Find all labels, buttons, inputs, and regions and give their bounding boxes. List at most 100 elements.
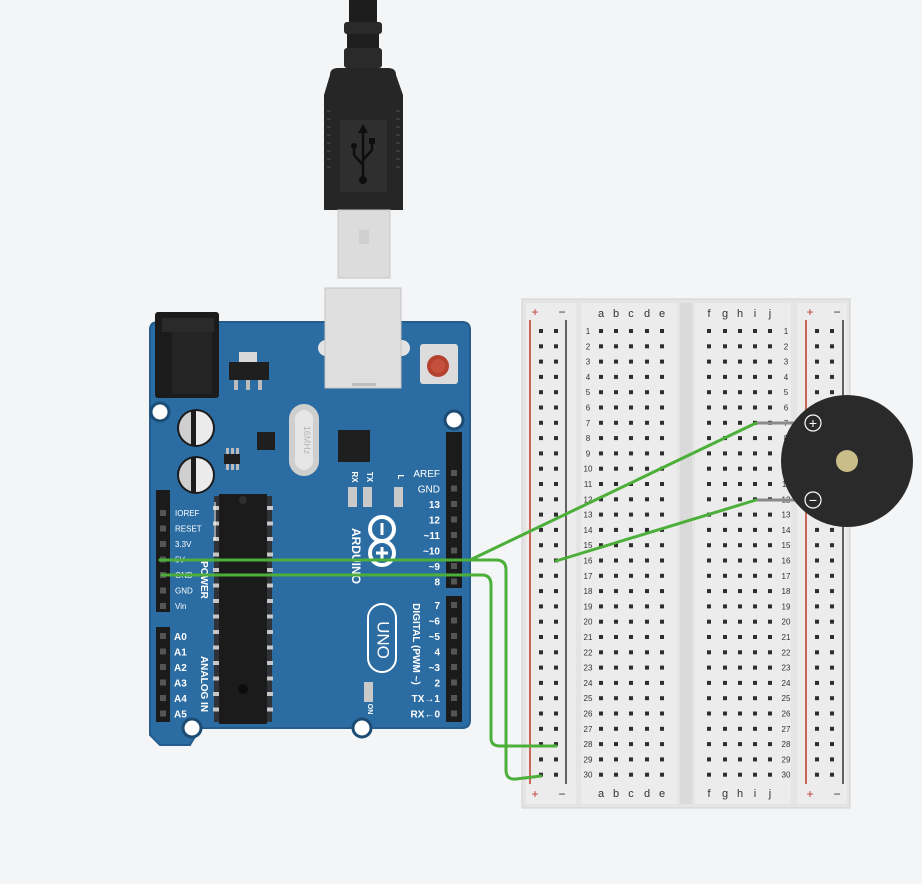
breadboard-hole[interactable] bbox=[660, 329, 664, 333]
breadboard-hole[interactable] bbox=[723, 558, 727, 563]
breadboard-hole[interactable] bbox=[768, 680, 772, 685]
breadboard-hole[interactable] bbox=[645, 604, 649, 609]
breadboard-hole[interactable] bbox=[614, 359, 618, 364]
rail-hole[interactable] bbox=[815, 680, 819, 685]
rail-hole[interactable] bbox=[830, 543, 834, 548]
analog-pin[interactable] bbox=[160, 710, 166, 717]
breadboard-hole[interactable] bbox=[738, 726, 742, 731]
breadboard-hole[interactable] bbox=[723, 604, 727, 609]
power-pin[interactable] bbox=[160, 510, 166, 516]
breadboard-hole[interactable] bbox=[629, 726, 633, 731]
breadboard-hole[interactable] bbox=[599, 512, 603, 517]
power-pin[interactable] bbox=[160, 603, 166, 609]
digital-pin[interactable] bbox=[451, 470, 457, 476]
breadboard-hole[interactable] bbox=[660, 772, 664, 777]
breadboard-hole[interactable] bbox=[707, 543, 711, 548]
breadboard-hole[interactable] bbox=[768, 619, 772, 624]
breadboard-hole[interactable] bbox=[707, 482, 711, 486]
breadboard-hole[interactable] bbox=[738, 512, 742, 517]
breadboard-hole[interactable] bbox=[614, 619, 618, 624]
rail-hole[interactable] bbox=[830, 650, 834, 655]
breadboard-hole[interactable] bbox=[660, 374, 664, 379]
breadboard-hole[interactable] bbox=[707, 757, 711, 762]
breadboard-hole[interactable] bbox=[660, 680, 664, 685]
breadboard-hole[interactable] bbox=[707, 589, 711, 594]
breadboard-hole[interactable] bbox=[599, 329, 603, 333]
digital-pin[interactable] bbox=[451, 602, 457, 608]
rail-hole[interactable] bbox=[815, 527, 819, 532]
breadboard-hole[interactable] bbox=[738, 650, 742, 655]
breadboard-hole[interactable] bbox=[614, 573, 618, 578]
breadboard-hole[interactable] bbox=[768, 329, 772, 333]
rail-hole[interactable] bbox=[815, 329, 819, 333]
breadboard-hole[interactable] bbox=[753, 374, 757, 379]
breadboard-hole[interactable] bbox=[738, 573, 742, 578]
breadboard-hole[interactable] bbox=[629, 680, 633, 685]
breadboard-hole[interactable] bbox=[753, 466, 757, 471]
breadboard-hole[interactable] bbox=[753, 635, 757, 639]
breadboard-hole[interactable] bbox=[599, 390, 603, 395]
breadboard-hole[interactable] bbox=[599, 543, 603, 548]
rail-hole[interactable] bbox=[830, 619, 834, 624]
breadboard-hole[interactable] bbox=[629, 420, 633, 425]
breadboard-hole[interactable] bbox=[723, 482, 727, 486]
breadboard-hole[interactable] bbox=[645, 374, 649, 379]
rail-hole[interactable] bbox=[539, 711, 543, 716]
rail-hole[interactable] bbox=[554, 726, 558, 731]
rail-hole[interactable] bbox=[815, 711, 819, 716]
breadboard-hole[interactable] bbox=[599, 573, 603, 578]
rail-hole[interactable] bbox=[830, 772, 834, 777]
rail-hole[interactable] bbox=[830, 344, 834, 349]
digital-pin[interactable] bbox=[451, 516, 457, 523]
power-pin[interactable] bbox=[160, 541, 166, 547]
breadboard-hole[interactable] bbox=[614, 466, 618, 471]
breadboard-hole[interactable] bbox=[614, 604, 618, 609]
breadboard-hole[interactable] bbox=[660, 635, 664, 639]
breadboard-hole[interactable] bbox=[629, 711, 633, 716]
breadboard-hole[interactable] bbox=[753, 436, 757, 441]
breadboard-hole[interactable] bbox=[707, 726, 711, 731]
breadboard-hole[interactable] bbox=[768, 665, 772, 670]
rail-hole[interactable] bbox=[815, 374, 819, 379]
breadboard-hole[interactable] bbox=[614, 344, 618, 349]
rail-hole[interactable] bbox=[830, 696, 834, 701]
breadboard-hole[interactable] bbox=[738, 390, 742, 395]
rail-hole[interactable] bbox=[815, 573, 819, 578]
breadboard-hole[interactable] bbox=[707, 635, 711, 639]
breadboard-hole[interactable] bbox=[629, 390, 633, 395]
rail-hole[interactable] bbox=[830, 573, 834, 578]
breadboard-hole[interactable] bbox=[738, 466, 742, 471]
rail-hole[interactable] bbox=[830, 527, 834, 532]
breadboard-hole[interactable] bbox=[723, 359, 727, 364]
breadboard-hole[interactable] bbox=[645, 573, 649, 578]
breadboard-hole[interactable] bbox=[738, 436, 742, 441]
breadboard-hole[interactable] bbox=[753, 650, 757, 655]
breadboard-hole[interactable] bbox=[629, 696, 633, 701]
breadboard-hole[interactable] bbox=[645, 558, 649, 563]
rail-hole[interactable] bbox=[554, 420, 558, 425]
breadboard-hole[interactable] bbox=[660, 405, 664, 410]
rail-hole[interactable] bbox=[539, 482, 543, 486]
breadboard-hole[interactable] bbox=[645, 420, 649, 425]
breadboard-hole[interactable] bbox=[599, 604, 603, 609]
breadboard-hole[interactable] bbox=[614, 451, 618, 456]
breadboard-hole[interactable] bbox=[645, 543, 649, 548]
breadboard-hole[interactable] bbox=[723, 680, 727, 685]
breadboard-hole[interactable] bbox=[723, 619, 727, 624]
breadboard-hole[interactable] bbox=[629, 772, 633, 777]
breadboard-hole[interactable] bbox=[629, 573, 633, 578]
analog-pin[interactable] bbox=[160, 695, 166, 701]
breadboard-hole[interactable] bbox=[768, 558, 772, 563]
breadboard-hole[interactable] bbox=[629, 466, 633, 471]
breadboard-hole[interactable] bbox=[723, 451, 727, 456]
rail-hole[interactable] bbox=[554, 497, 558, 502]
breadboard-hole[interactable] bbox=[707, 573, 711, 578]
breadboard-hole[interactable] bbox=[660, 512, 664, 517]
breadboard-hole[interactable] bbox=[629, 344, 633, 349]
rail-hole[interactable] bbox=[554, 329, 558, 333]
breadboard-hole[interactable] bbox=[599, 742, 603, 747]
breadboard-hole[interactable] bbox=[738, 543, 742, 548]
breadboard-hole[interactable] bbox=[707, 359, 711, 364]
breadboard-hole[interactable] bbox=[768, 604, 772, 609]
breadboard-hole[interactable] bbox=[660, 573, 664, 578]
